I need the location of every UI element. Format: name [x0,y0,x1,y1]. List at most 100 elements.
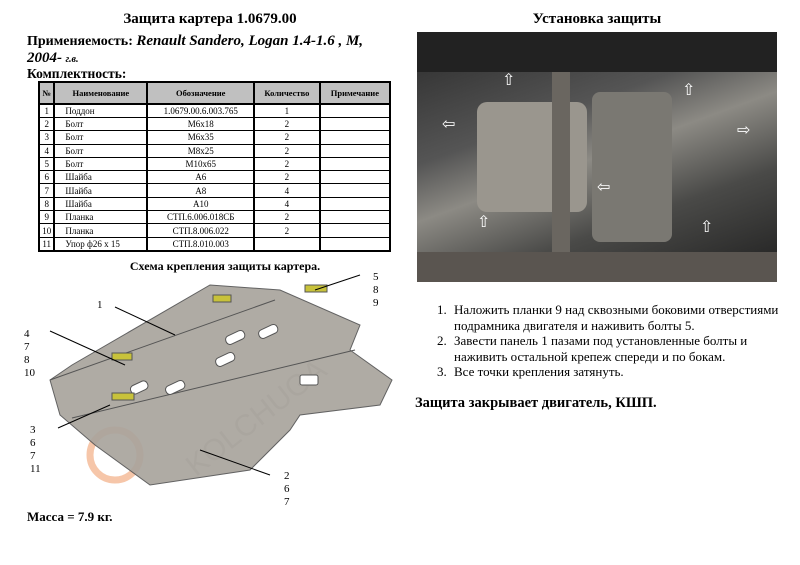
table-cell [318,183,392,198]
callout-1: 1 [97,299,103,311]
column-header: Наименование [53,81,149,105]
callout-4-7-8-10: 4 7 8 10 [24,328,35,379]
table-cell: М6х35 [146,130,256,145]
table-cell [318,236,392,252]
column-header: Примечание [318,81,392,105]
table-cell: СТП.8.010.003 [146,236,256,252]
arrow-icon: ⇨ [737,122,751,139]
scheme-title: Схема крепления защиты картера. [129,259,321,273]
column-header: Количество [253,81,321,105]
column-header: № [37,81,56,105]
table-cell [318,156,392,172]
table-cell: 2 [253,210,321,225]
mass: Масса = 7.9 кг. [27,509,113,524]
step-3: Все точки крепления затянуть. [450,364,790,380]
applicability: Применяемость: Renault Sandero, Logan 1.… [27,33,387,68]
callout-3-6-7-11: 3 6 7 11 [30,424,41,475]
table-cell [318,103,392,118]
table-cell [318,130,392,145]
year: 2004- [27,50,62,66]
table-cell: СТП.6.006.018СБ [146,210,256,225]
arrow-icon: ⇧ [682,82,696,99]
table-cell: 2 [253,116,321,132]
table-cell: 10 [37,223,56,238]
table-cell: 7 [37,183,56,198]
table-cell: 3 [37,130,56,145]
table-cell: А8 [146,183,256,198]
table-cell: 1.0679.00.6.003.765 [146,103,256,118]
applicability-value: Renault Sandero, Logan 1.4-1.6 , M, [136,33,364,49]
table-cell: М6х18 [146,116,256,132]
table-cell: 2 [253,170,321,185]
install-title: Установка защиты [532,11,662,27]
install-steps: Наложить планки 9 над сквозными боковими… [430,302,790,380]
table-cell: А6 [146,170,256,185]
step-2: Завести панель 1 пазами под установленны… [450,333,790,364]
table-cell [253,236,321,252]
table-cell: Шайба [53,183,149,198]
table-cell: 1 [253,103,321,118]
table-cell [318,210,392,225]
year-suffix: г.в. [65,54,79,65]
table-cell: 6 [37,170,56,185]
callout-5-8-9: 5 8 9 [373,271,379,309]
doc-title: Защита картера 1.0679.00 [123,11,297,27]
table-cell: 2 [253,143,321,158]
table-cell: СТП.8.006.022 [146,223,256,238]
table-cell [318,170,392,185]
table-cell [318,223,392,238]
table-cell [318,196,392,212]
table-cell: 2 [253,130,321,145]
arrow-icon: ⇦ [597,179,611,196]
table-cell: Болт [53,116,149,132]
table-cell: 4 [253,183,321,198]
column-header: Обозначение [146,81,256,105]
table-cell: Шайба [53,170,149,185]
table-cell: Болт [53,156,149,172]
applicability-label: Применяемость: [27,34,133,49]
table-cell: 2 [253,223,321,238]
protection-plate [49,284,393,486]
table-cell: Поддон [53,103,149,118]
table-cell: М8х25 [146,143,256,158]
table-cell: 1 [37,103,56,118]
table-cell: 5 [37,156,56,172]
table-cell: 11 [37,236,56,252]
table-cell: Болт [53,130,149,145]
coverage-note: Защита закрывает двигатель, КШП. [415,395,657,411]
table-cell: Упор ф26 х 15 [53,236,149,252]
arrow-icon: ⇦ [442,116,456,133]
table-cell: 2 [253,156,321,172]
table-cell: Планка [53,210,149,225]
bracket-icons [111,284,328,401]
table-cell [318,116,392,132]
table-cell: 8 [37,196,56,212]
table-cell: Шайба [53,196,149,212]
mounting-diagram: KOLCHUGA [49,274,393,486]
installation-photo: ⇧ ⇦ ⇧ ⇨ ⇧ ⇧ ⇦ [417,32,777,282]
arrow-icon: ⇧ [700,219,714,236]
table-cell: А10 [146,196,256,212]
callout-2-6-7: 2 6 7 [284,470,290,508]
arrow-icon: ⇧ [477,214,491,231]
table-cell: М10х65 [146,156,256,172]
table-cell: Планка [53,223,149,238]
arrow-icon: ⇧ [502,72,516,89]
table-cell [318,143,392,158]
table-cell: 9 [37,210,56,225]
table-cell: 4 [37,143,56,158]
step-1: Наложить планки 9 над сквозными боковими… [450,302,790,333]
table-cell: 4 [253,196,321,212]
